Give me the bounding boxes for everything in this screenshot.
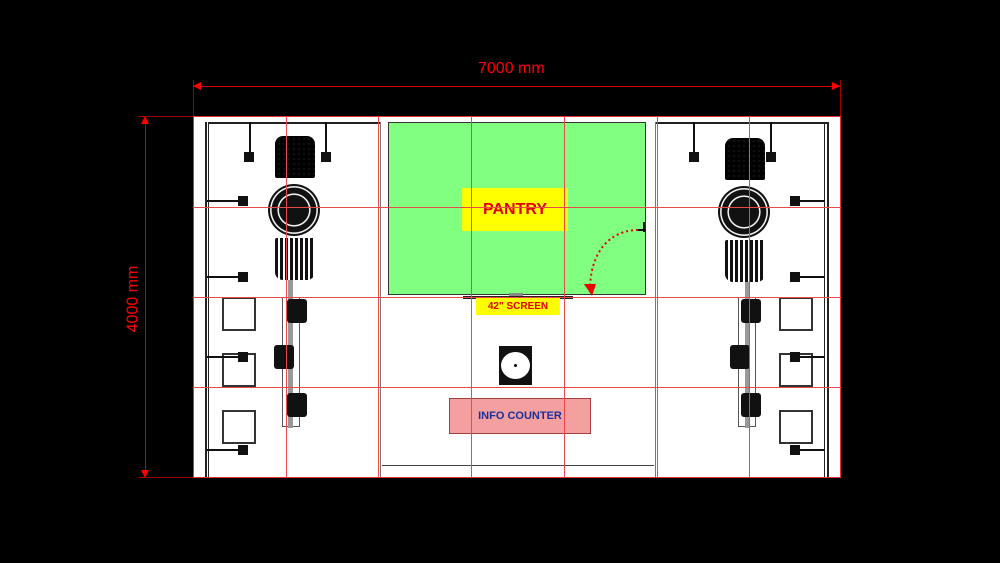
width-arrow-left-icon [193, 82, 201, 90]
right-inner-wall [824, 122, 825, 477]
left-wall [205, 122, 207, 477]
left-lamp-3 [238, 196, 248, 206]
left-lamp-arm-5 [207, 356, 243, 358]
left-lamp-arm-4 [207, 276, 243, 278]
left-display-box-3 [222, 410, 256, 444]
screen-label: 42" SCREEN [476, 297, 560, 315]
right-lamp-arm-5 [793, 356, 825, 358]
left-top-wall [208, 122, 380, 124]
width-arrow-right-icon [832, 82, 840, 90]
left-lamp-arm-6 [207, 449, 243, 451]
width-dimension-line [193, 86, 841, 87]
height-dimension-label: 4000 mm [124, 265, 142, 333]
height-ext-bottom [138, 477, 193, 478]
right-lamp-6 [790, 445, 800, 455]
right-round-table [718, 186, 770, 238]
center-left-wall [380, 122, 381, 477]
left-lamp-4 [238, 272, 248, 282]
right-display-box-3 [779, 410, 813, 444]
right-lamp-1 [689, 152, 699, 162]
right-stool-1 [741, 299, 761, 323]
right-top-wall [655, 122, 827, 124]
left-lamp-arm-3 [207, 200, 243, 202]
width-ext-right [840, 80, 841, 116]
height-ext-top [138, 116, 193, 117]
right-lamp-arm-4 [793, 276, 825, 278]
center-right-wall [655, 122, 656, 477]
right-chair-bottom [725, 240, 765, 282]
left-lamp-stem-2 [325, 122, 327, 152]
right-stool-2 [730, 345, 750, 369]
right-lamp-2 [766, 152, 776, 162]
screen-mount [509, 293, 523, 296]
left-lamp-5 [238, 352, 248, 362]
left-inner-wall [208, 122, 209, 477]
right-lamp-3 [790, 196, 800, 206]
height-arrow-bottom-icon [141, 470, 149, 478]
left-lamp-6 [238, 445, 248, 455]
grid-line-h1 [193, 207, 841, 208]
right-chair-top [725, 138, 765, 180]
left-chair-top [275, 136, 315, 178]
width-ext-left [193, 80, 194, 116]
width-dimension-label: 7000 mm [478, 60, 545, 77]
pantry-label: PANTRY [462, 188, 568, 231]
right-lamp-arm-6 [793, 449, 825, 451]
right-lamp-5 [790, 352, 800, 362]
door-swing-icon [584, 222, 646, 296]
left-chair-bottom [275, 238, 315, 280]
bottom-front-line [382, 465, 654, 466]
left-lamp-stem-1 [249, 122, 251, 152]
left-round-table [268, 184, 320, 236]
right-lamp-stem-2 [770, 122, 772, 152]
info-counter: INFO COUNTER [449, 398, 591, 434]
height-arrow-top-icon [141, 116, 149, 124]
right-stool-3 [741, 393, 761, 417]
right-lamp-stem-1 [693, 122, 695, 152]
left-lamp-2 [321, 152, 331, 162]
left-lamp-1 [244, 152, 254, 162]
height-dimension-line [145, 116, 146, 478]
left-stool-1 [287, 299, 307, 323]
right-wall [827, 122, 829, 477]
right-lamp-arm-3 [793, 200, 825, 202]
stool-icon [499, 346, 532, 385]
grid-line-h3 [193, 387, 841, 388]
right-display-box-1 [779, 297, 813, 331]
left-stool-3 [287, 393, 307, 417]
left-display-box-1 [222, 297, 256, 331]
right-lamp-4 [790, 272, 800, 282]
left-stool-2 [274, 345, 294, 369]
grid-line-h2 [193, 297, 841, 298]
